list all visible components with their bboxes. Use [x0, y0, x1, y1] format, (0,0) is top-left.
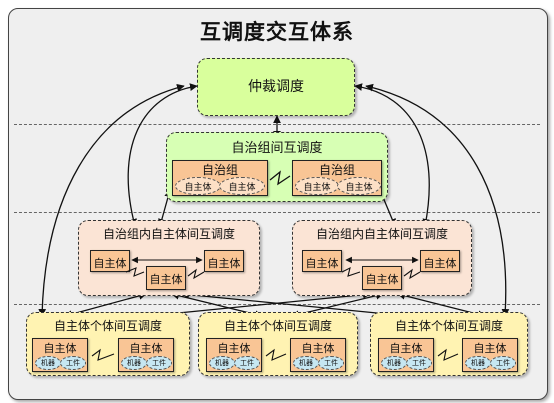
machine-ellipse: 机器: [381, 356, 407, 370]
individual-label: 自主体个体间互调度: [53, 319, 162, 333]
workpiece-label: 工件: [324, 359, 338, 367]
diagram-title: 互调度交互体系: [200, 20, 354, 44]
machine-ellipse: 机器: [465, 356, 491, 370]
interaction-zigzag: [341, 266, 361, 277]
workpiece-label: 工件: [240, 359, 254, 367]
agent-node: 自主体 机器 工件: [32, 338, 88, 372]
workpiece-ellipse: 工件: [234, 356, 260, 370]
workpiece-ellipse: 工件: [60, 356, 86, 370]
agent-label: 自主体: [149, 273, 183, 286]
agent-label: 自主体: [228, 183, 256, 193]
agent-node: 自主体 机器 工件: [462, 338, 518, 372]
agent-label: 自主体: [345, 183, 373, 193]
agent-label: 自主体: [207, 257, 241, 270]
interaction-zigzag: [403, 268, 421, 280]
interaction-zigzag: [187, 268, 205, 280]
agent-node: 自主体 机器 工件: [206, 338, 262, 372]
individual-label: 自主体个体间互调度: [223, 319, 332, 333]
interaction-zigzag: [125, 267, 145, 277]
agent-node: 自主体 机器 工件: [290, 338, 346, 372]
agent-node: 自主体: [302, 250, 342, 272]
agent-label: 自主体: [365, 273, 399, 286]
layer-separator: [14, 212, 540, 213]
workpiece-label: 工件: [496, 359, 510, 367]
workpiece-ellipse: 工件: [406, 356, 432, 370]
intragroup-label: 自治组内自主体间互调度: [315, 227, 448, 241]
agent-ellipse: 自主体: [175, 177, 221, 195]
agent-label: 自主体: [303, 183, 331, 193]
agent-label: 自主体: [43, 342, 77, 355]
agent-node: 自主体 机器 工件: [118, 338, 174, 372]
agent-label: 自主体: [305, 257, 339, 270]
agent-node: 自主体: [420, 250, 460, 272]
group-label: 自治组: [201, 163, 238, 177]
agent-label: 自主体: [389, 342, 423, 355]
individual-label: 自主体个体间互调度: [394, 319, 503, 333]
machine-label: 机器: [387, 359, 401, 367]
interaction-zigzag: [265, 348, 287, 361]
workpiece-ellipse: 工件: [490, 356, 516, 370]
arrow-arbitration-individual-left: [38, 83, 185, 317]
group-label: 自治组: [318, 163, 355, 177]
arbitration-label: 仲裁调度: [248, 79, 304, 95]
workpiece-ellipse: 工件: [318, 356, 344, 370]
agent-label: 自主体: [93, 257, 127, 270]
machine-label: 机器: [41, 359, 55, 367]
intergroup-label: 自治组间互调度: [231, 141, 323, 156]
agent-node: 自主体: [204, 250, 244, 272]
workpiece-label: 工件: [66, 359, 80, 367]
agent-label: 自主体: [217, 342, 251, 355]
arrow-arbitration-individual-right: [365, 83, 510, 317]
machine-label: 机器: [215, 359, 229, 367]
arbitration-box: 仲裁调度: [197, 58, 355, 116]
workpiece-label: 工件: [412, 359, 426, 367]
agent-label: 自主体: [129, 342, 163, 355]
machine-label: 机器: [471, 359, 485, 367]
agent-ellipse: 自主体: [219, 177, 265, 195]
agent-label: 自主体: [423, 257, 457, 270]
agent-label: 自主体: [301, 342, 335, 355]
group-node: 自治组 自主体 自主体: [172, 160, 268, 196]
agent-node: 自主体: [146, 266, 186, 290]
machine-label: 机器: [299, 359, 313, 367]
agent-node: 自主体: [362, 266, 402, 290]
interaction-zigzag: [437, 348, 459, 361]
agent-node: 自主体: [90, 250, 130, 272]
machine-label: 机器: [127, 359, 141, 367]
workpiece-ellipse: 工件: [146, 356, 172, 370]
workpiece-label: 工件: [152, 359, 166, 367]
interaction-zigzag: [269, 170, 291, 186]
agent-ellipse: 自主体: [337, 177, 381, 195]
machine-ellipse: 机器: [293, 356, 319, 370]
intragroup-label: 自治组内自主体间互调度: [102, 227, 235, 241]
agent-label: 自主体: [184, 183, 212, 193]
group-node: 自治组 自主体 自主体: [292, 160, 382, 196]
agent-label: 自主体: [473, 342, 507, 355]
interaction-zigzag: [91, 348, 115, 361]
agent-node: 自主体 机器 工件: [378, 338, 434, 372]
